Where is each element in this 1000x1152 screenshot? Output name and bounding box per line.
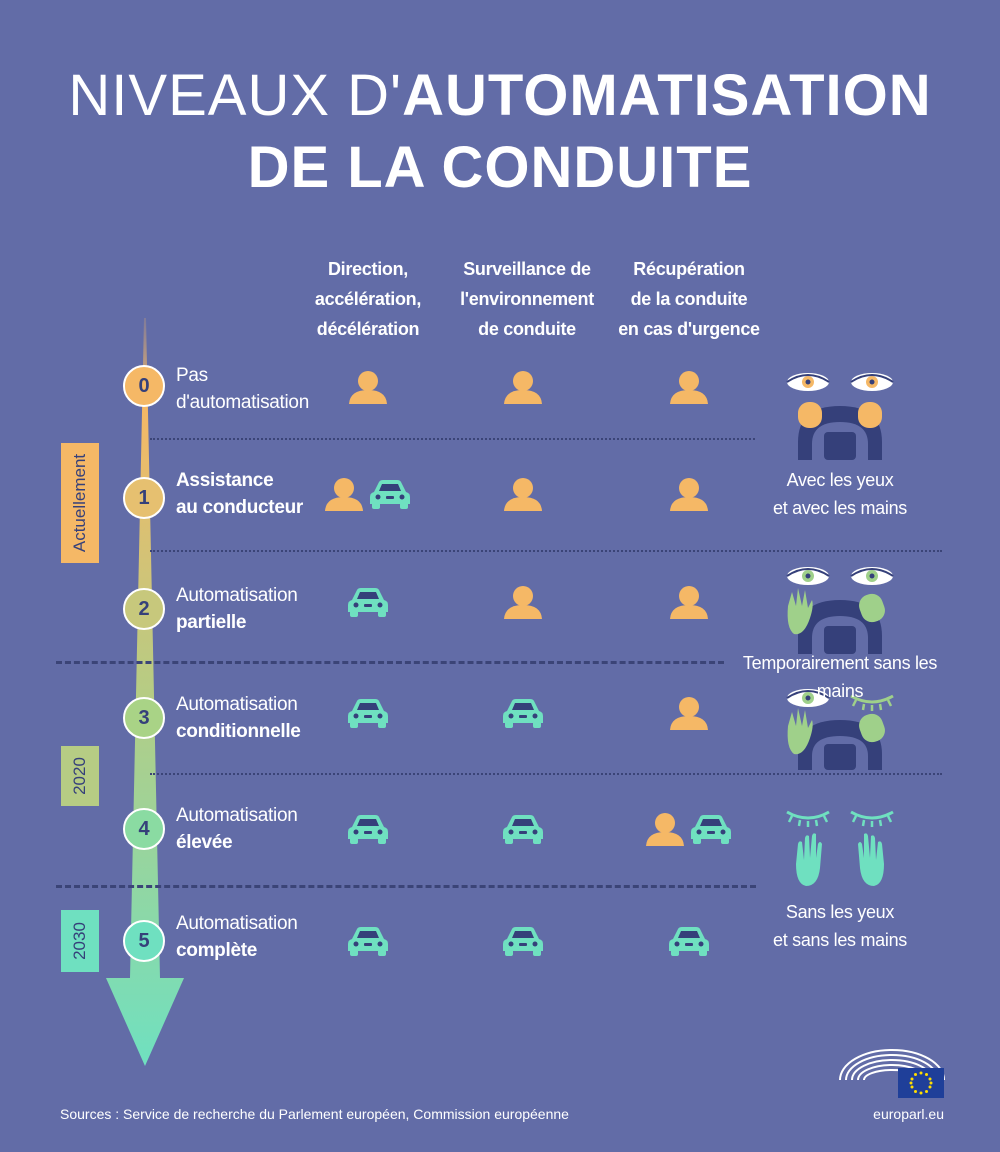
separator-dotted	[150, 773, 942, 775]
level-badge: 5	[123, 920, 165, 962]
human-driver-icon	[669, 370, 709, 409]
eyes-hands-on-wheel-icon	[786, 373, 894, 460]
human-driver-icon	[669, 477, 709, 516]
automated-car-icon	[368, 478, 412, 515]
source-url: europarl.eu	[873, 1106, 944, 1122]
column-header-recuperation: Récupération de la conduite en cas d'urg…	[618, 259, 760, 339]
level-badge: 1	[123, 477, 165, 519]
timeline-tag-actuellement: Actuellement	[61, 443, 99, 563]
separator-dotted	[150, 550, 942, 552]
automated-car-icon	[346, 586, 390, 623]
column-header-direction: Direction, accélération, décélération	[314, 259, 422, 339]
european-parliament-logo	[839, 1049, 945, 1098]
separator-dotted	[150, 438, 755, 440]
title-part-bold: AUTOMATISATION	[402, 63, 932, 128]
automated-car-icon	[667, 925, 711, 962]
title-part-light: NIVEAUX D'	[68, 63, 403, 128]
level-badge: 3	[123, 697, 165, 739]
human-driver-icon	[348, 370, 388, 409]
eye-closed-hands-off-icon	[786, 689, 894, 770]
automated-car-icon	[501, 813, 545, 850]
level-badge: 2	[123, 588, 165, 630]
human-driver-icon	[503, 477, 543, 516]
column-header-surveillance: Surveillance de l'environnement de condu…	[460, 259, 594, 339]
automated-car-icon	[346, 697, 390, 734]
human-driver-icon	[669, 585, 709, 624]
eyes-hands-off-wheel-icon	[786, 567, 894, 654]
human-driver-icon	[503, 585, 543, 624]
separator-dashed	[56, 885, 756, 888]
automated-car-icon	[689, 813, 733, 850]
human-driver-icon	[324, 477, 364, 516]
caption-temporarily-hands-free: Temporairement sans les mains	[742, 653, 938, 701]
page-title: NIVEAUX D'AUTOMATISATION DE LA CONDUITE	[0, 60, 1000, 204]
caption-no-eyes-no-hands: Sans les yeux et sans les mains	[773, 902, 907, 950]
automated-car-icon	[501, 697, 545, 734]
automated-car-icon	[346, 813, 390, 850]
automated-car-icon	[346, 925, 390, 962]
caption-eyes-and-hands: Avec les yeux et avec les mains	[773, 470, 907, 518]
level-badge: 4	[123, 808, 165, 850]
title-line-2: DE LA CONDUITE	[247, 135, 753, 200]
human-driver-icon	[669, 696, 709, 735]
timeline-tag-2020: 2020	[61, 746, 99, 806]
sources-footnote: Sources : Service de recherche du Parlem…	[60, 1106, 569, 1122]
automated-car-icon	[501, 925, 545, 962]
timeline-arrow	[106, 318, 184, 1066]
human-driver-icon	[503, 370, 543, 409]
eyes-closed-hands-raised-icon	[786, 810, 894, 886]
level-badge: 0	[123, 365, 165, 407]
timeline-tag-2030: 2030	[61, 910, 99, 972]
human-driver-icon	[645, 812, 685, 851]
separator-dashed	[56, 661, 724, 664]
